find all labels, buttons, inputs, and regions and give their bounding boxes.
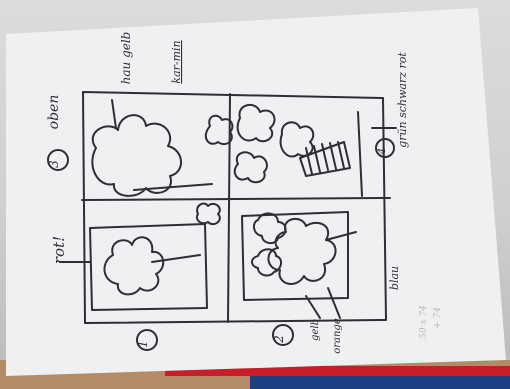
label-gelb: gelb [310, 319, 321, 341]
label-orange: orange [332, 318, 343, 354]
label-blau: blau [388, 266, 401, 290]
label-hau-gelb: hau gelb [119, 32, 133, 85]
label-circle-2: 2 [272, 335, 286, 344]
label-grun-schwarz-rot: grün schwarz rot [396, 52, 409, 148]
label-circle-1: 1 [136, 340, 150, 348]
label-oben: oben [46, 95, 62, 130]
blue-stripe [250, 376, 510, 389]
label-circle-4: 4 [377, 148, 388, 155]
pencil-note-1: 50 x 74 [419, 305, 429, 339]
label-rot: rot! [50, 236, 68, 264]
label-circle-3: 3 [47, 160, 61, 168]
pencil-note-2: + 74 [433, 307, 443, 329]
label-kar-min: kar-min [170, 40, 183, 83]
